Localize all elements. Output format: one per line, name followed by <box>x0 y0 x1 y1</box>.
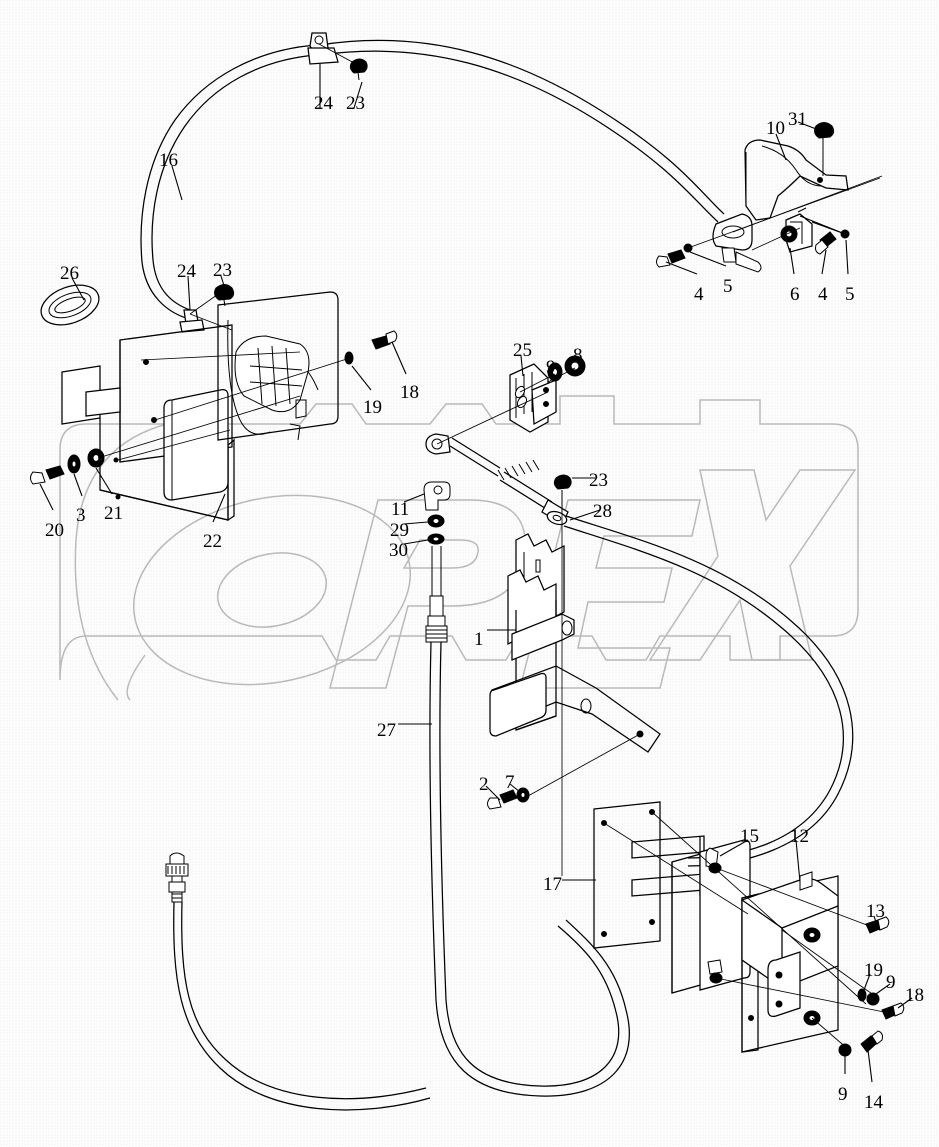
callout-9b: 9 <box>886 972 896 993</box>
callout-18b: 18 <box>905 985 924 1006</box>
callout-16: 16 <box>159 150 178 171</box>
callout-31: 31 <box>788 109 807 130</box>
callout-13: 13 <box>866 901 885 922</box>
front-panel-module <box>217 291 398 441</box>
callout-5a: 5 <box>723 276 733 297</box>
callout-19b: 19 <box>864 960 883 981</box>
callout-17: 17 <box>543 874 562 895</box>
housing-22 <box>61 324 235 522</box>
callout-2: 2 <box>479 774 489 795</box>
grommet-26 <box>40 284 100 326</box>
callout-9c: 9 <box>838 1084 848 1105</box>
callout-27: 27 <box>377 720 396 741</box>
callout-12: 12 <box>790 826 809 847</box>
callout-4b: 4 <box>818 284 828 305</box>
callout-28: 28 <box>593 501 612 522</box>
callout-3: 3 <box>76 505 86 526</box>
assembly-leader-lines <box>97 43 885 1051</box>
control-cable-27 <box>423 433 854 1097</box>
callout-23c: 23 <box>589 470 608 491</box>
callout-8: 8 <box>573 345 583 366</box>
callout-4a: 4 <box>694 284 704 305</box>
callout-26: 26 <box>60 263 79 284</box>
callout-11: 11 <box>391 499 410 520</box>
callout-30: 30 <box>389 540 408 561</box>
clamp-24-lower <box>179 284 235 333</box>
callout-24b: 24 <box>177 261 196 282</box>
callout-9a: 9 <box>546 357 556 378</box>
callout-15: 15 <box>740 826 759 847</box>
module-12-15-17 <box>593 801 905 1057</box>
callout-22: 22 <box>203 531 222 552</box>
cable-connector-end <box>165 852 431 1111</box>
callout-6: 6 <box>790 284 800 305</box>
callout-leaders <box>39 64 913 1083</box>
callout-5b: 5 <box>845 284 855 305</box>
bracket-25-assembly <box>509 355 586 433</box>
callout-23b: 23 <box>213 260 232 281</box>
callout-29: 29 <box>390 520 409 541</box>
fasteners-left <box>30 448 105 485</box>
callout-7: 7 <box>505 772 515 793</box>
callout-20: 20 <box>45 520 64 541</box>
callout-23a: 23 <box>346 93 365 114</box>
callout-10: 10 <box>766 118 785 139</box>
callout-19a: 19 <box>363 397 382 418</box>
callout-24a: 24 <box>314 93 333 114</box>
callout-1: 1 <box>474 629 484 650</box>
callout-21: 21 <box>104 503 123 524</box>
lever-10-assembly <box>656 122 850 273</box>
callout-14: 14 <box>864 1092 883 1113</box>
callout-25: 25 <box>513 340 532 361</box>
callout-18a: 18 <box>400 382 419 403</box>
hose-16 <box>140 32 725 319</box>
